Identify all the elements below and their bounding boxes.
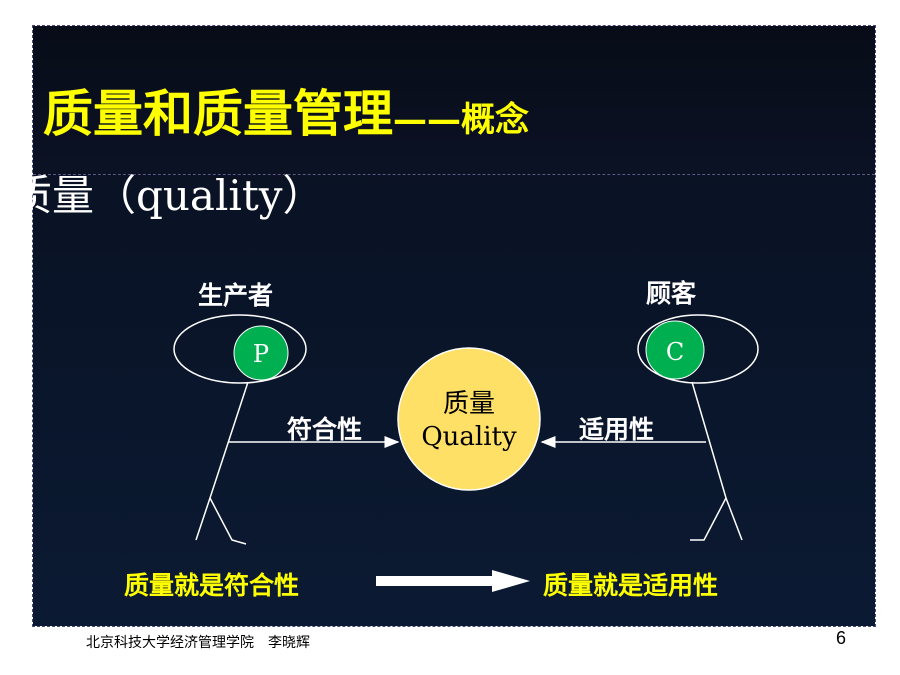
title-suffix: ——概念 <box>393 100 529 140</box>
quality-line1: 质量 <box>443 389 495 419</box>
customer-badge-circle <box>645 320 705 380</box>
producer-label: 生产者 <box>198 281 274 310</box>
slide-title: 质量和质量管理——概念 <box>43 84 529 150</box>
quality-circle <box>397 347 541 491</box>
slide: 质量和质量管理——概念 <box>32 25 876 627</box>
footer-text: 北京科技大学经济管理学院 李晓辉 <box>86 635 310 651</box>
customer-body <box>690 381 743 541</box>
title-main: 质量和质量管理 <box>43 85 393 143</box>
customer-label: 顾客 <box>646 279 697 308</box>
left-arrow-label: 符合性 <box>287 415 363 444</box>
quality-line2: Quality <box>421 422 517 452</box>
producer-badge-circle <box>233 325 289 381</box>
right-arrow-label: 适用性 <box>579 415 655 444</box>
bottom-left-statement: 质量就是符合性 <box>124 571 300 600</box>
producer-head-ring <box>173 314 307 384</box>
title-band: 质量和质量管理——概念 <box>33 26 875 175</box>
customer-badge-letter: C <box>666 338 684 366</box>
bottom-right-statement: 质量就是适用性 <box>543 571 719 600</box>
customer-head-ring <box>637 314 759 384</box>
producer-body <box>195 381 249 545</box>
producer-badge-letter: P <box>253 340 269 368</box>
bottom-transition-arrow <box>376 570 530 592</box>
page-number: 6 <box>836 628 847 648</box>
slide-subtitle: 质量（quality） <box>10 171 325 220</box>
